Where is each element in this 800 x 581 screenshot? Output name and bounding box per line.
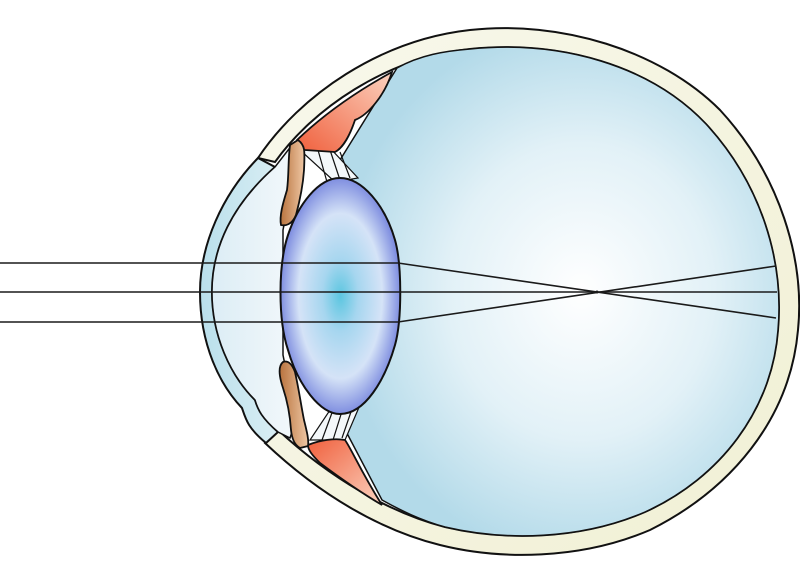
ciliary-body-bottom — [307, 438, 383, 506]
focal-point — [595, 290, 599, 294]
light-rays — [0, 262, 777, 323]
lens — [279, 176, 402, 416]
ray-top-refracted — [397, 262, 777, 319]
iris-top — [279, 138, 306, 227]
ray-bottom-refracted — [397, 265, 777, 323]
iris-bottom — [278, 360, 310, 449]
